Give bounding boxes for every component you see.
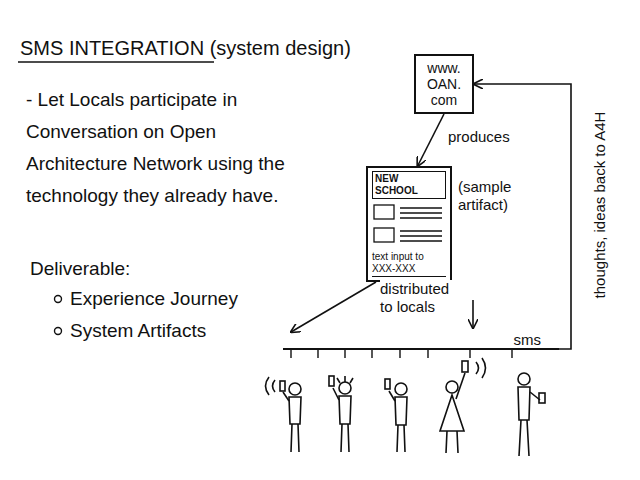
signal-waves <box>476 358 486 378</box>
connector-arrow <box>474 84 571 349</box>
tick-mark <box>371 350 372 358</box>
text-placeholder <box>400 207 442 208</box>
node-text: NEW SCHOOL <box>372 171 446 199</box>
goal-note: - Let Locals participate in Conversation… <box>26 84 318 212</box>
text-placeholder <box>400 212 442 213</box>
deliverable-item: Experience Journey <box>70 287 270 311</box>
head <box>518 373 530 385</box>
node-text: sms <box>283 332 541 348</box>
body <box>518 387 530 420</box>
connector-arrow <box>418 114 444 166</box>
phone <box>462 361 468 372</box>
text-placeholder <box>400 235 442 236</box>
head <box>395 383 407 395</box>
bullet <box>55 296 62 303</box>
artifact-sketch <box>372 202 446 248</box>
legs <box>446 431 458 453</box>
phone <box>539 393 545 403</box>
legs <box>291 424 299 452</box>
tick-mark <box>511 350 512 358</box>
body <box>339 396 351 424</box>
tick-mark <box>344 350 345 358</box>
local-person <box>440 358 486 453</box>
tick-mark <box>469 350 470 358</box>
signal-waves <box>266 377 276 395</box>
tick-mark <box>317 350 318 358</box>
connector-arrow <box>291 282 376 332</box>
legs <box>519 420 529 456</box>
arm <box>333 388 339 400</box>
text-placeholder <box>400 240 442 241</box>
deliverable-heading: Deliverable: <box>30 256 170 282</box>
dress <box>440 395 464 431</box>
edge-label: distributed to locals <box>380 280 464 316</box>
node-text: www. OAN. com <box>421 60 467 108</box>
local-person <box>385 379 407 452</box>
distribution-arrow <box>472 300 474 328</box>
legs <box>397 425 405 452</box>
local-person <box>266 377 302 452</box>
title: SMS INTEGRATION (system design) <box>20 36 351 60</box>
artifact-box: NEW SCHOOL text input to XXX-XXX <box>366 166 452 282</box>
phone <box>385 379 390 389</box>
image-placeholder <box>374 205 394 219</box>
title-underline <box>18 61 214 63</box>
image-placeholder <box>374 228 394 242</box>
bullet <box>55 328 62 335</box>
body <box>395 397 407 425</box>
deliverable-item: System Artifacts <box>70 319 270 343</box>
arm <box>456 373 465 399</box>
text-placeholder <box>400 217 442 218</box>
sms-line: sms <box>283 332 559 350</box>
tick-marks <box>291 350 512 358</box>
node-subtext: text input to XXX-XXX <box>372 251 446 277</box>
edge-label: thoughts, ideas back to A4H <box>591 75 609 335</box>
body <box>289 397 301 424</box>
web-page-box: www. OAN. com <box>414 54 474 114</box>
edge-label: produces <box>448 128 528 146</box>
arm <box>389 391 395 401</box>
hair <box>337 376 353 383</box>
head <box>446 381 458 393</box>
head <box>339 382 351 394</box>
phone <box>329 376 334 386</box>
tick-mark <box>290 350 291 358</box>
phone <box>280 381 285 391</box>
legs <box>341 424 349 452</box>
local-person <box>329 376 353 452</box>
tick-mark <box>399 350 400 358</box>
tick-mark <box>427 350 428 358</box>
head <box>289 383 301 395</box>
artifact-note: (sample artifact) <box>458 178 548 214</box>
arm <box>283 392 289 401</box>
text-placeholder <box>400 230 442 231</box>
local-person <box>518 373 545 456</box>
